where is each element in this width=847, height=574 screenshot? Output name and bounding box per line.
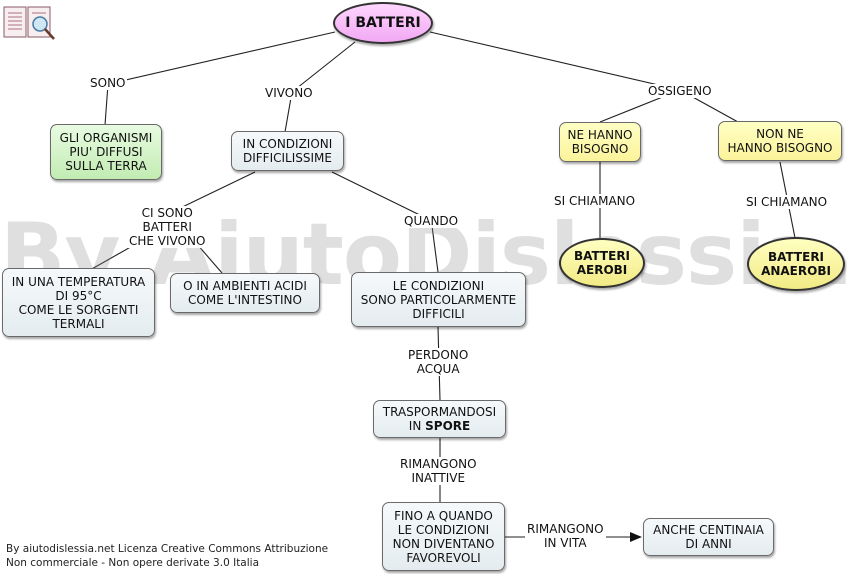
node-organismi: GLI ORGANISMI PIU' DIFFUSI SULLA TERRA	[50, 124, 162, 180]
node-batteri-anaerobi: BATTERI ANAEROBI	[747, 237, 845, 291]
label-rimangono-in-vita: RIMANGONO IN VITA	[525, 522, 606, 550]
label-rimangono-inattive: RIMANGONO INATTIVE	[398, 457, 479, 485]
license-line-1: By aiutodislessia.net Licenza Creative C…	[6, 543, 329, 555]
label-vivono: VIVONO	[263, 86, 315, 100]
node-centinaia-di-anni: ANCHE CENTINAIA DI ANNI	[643, 518, 774, 556]
node-ne-hanno-bisogno: NE HANNO BISOGNO	[559, 122, 641, 162]
node-temperatura: IN UNA TEMPERATURA DI 95°C COME LE SORGE…	[2, 268, 155, 337]
root-node: I BATTERI	[333, 2, 433, 44]
license-line-2: Non commerciale - Non opere derivate 3.0…	[6, 557, 260, 569]
spore-text: SPORE	[425, 419, 471, 433]
trasformandosi-text: TRASPORMANDOSI IN	[382, 405, 497, 433]
label-ci-sono: CI SONO BATTERI CHE VIVONO	[127, 206, 208, 248]
label-sono: SONO	[88, 76, 128, 90]
book-magnifier-icon	[3, 6, 55, 40]
label-si-chiamano-1: SI CHIAMANO	[552, 194, 638, 208]
label-quando: QUANDO	[402, 214, 461, 228]
node-batteri-aerobi: BATTERI AEROBI	[559, 238, 645, 288]
node-ambienti-acidi: O IN AMBIENTI ACIDI COME L'INTESTINO	[170, 273, 320, 313]
label-ossigeno: OSSIGENO	[646, 84, 714, 98]
node-non-ne-hanno-bisogno: NON NE HANNO BISOGNO	[718, 121, 842, 161]
node-condizioni-particolarmente-difficili: LE CONDIZIONI SONO PARTICOLARMENTE DIFFI…	[351, 272, 526, 327]
node-trasformandosi-spore: TRASPORMANDOSI IN SPORE	[373, 400, 506, 438]
label-perdono-acqua: PERDONO ACQUA	[406, 348, 471, 376]
node-condizioni-difficilissime: IN CONDIZIONI DIFFICILISSIME	[231, 131, 344, 171]
label-si-chiamano-2: SI CHIAMANO	[744, 195, 830, 209]
node-fino-a-quando: FINO A QUANDO LE CONDIZIONI NON DIVENTAN…	[382, 502, 505, 571]
license-footer: By aiutodislessia.net Licenza Creative C…	[6, 542, 328, 570]
